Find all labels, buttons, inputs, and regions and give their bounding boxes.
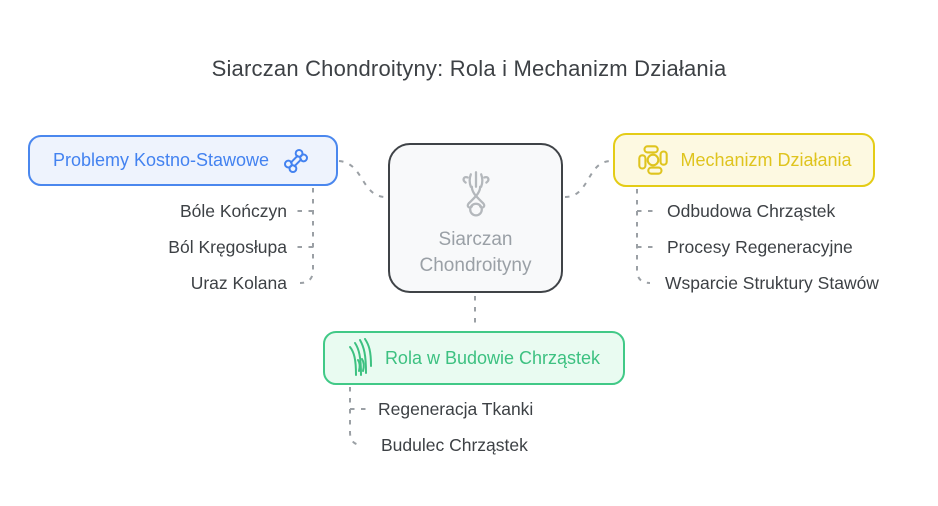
item-odbudowa-chrzastek: Odbudowa Chrząstek [667,201,836,221]
item-procesy-regeneracyjne: Procesy Regeneracyjne [667,237,853,257]
node-rola-w-budowie-chrzastek[interactable]: Rola w Budowie Chrząstek [323,331,625,385]
item-wsparcie-struktury-stawow: Wsparcie Struktury Stawów [665,273,879,293]
node-problemy-kostno-stawowe[interactable]: Problemy Kostno-Stawowe [28,135,338,186]
page-title: Siarczan Chondroityny: Rola i Mechanizm … [211,56,727,81]
node-mechanizm-dzialania[interactable]: Mechanizm Działania [613,133,875,187]
connector-left-branch-spine [299,188,314,284]
node-siarczan-chondroityny[interactable]: Siarczan Chondroityny [388,143,563,293]
bone-icon [279,144,313,178]
cartilage-molecule-icon [447,163,505,225]
connector-right-branch-spine [636,189,651,284]
item-bol-kregoslupa: Ból Kręgosłupa [168,237,287,257]
connector-left-to-center [338,160,387,198]
node-right-label: Mechanizm Działania [680,149,852,170]
item-budulec-chrzastek: Budulec Chrząstek [381,435,528,455]
connector-bottom-branch-spine [349,387,363,446]
mechanism-hands-icon [636,143,670,177]
node-left-label: Problemy Kostno-Stawowe [52,150,270,170]
node-bottom-label: Rola w Budowie Chrząstek [384,347,601,368]
node-center-label: Siarczan Chondroityny [419,229,532,276]
item-uraz-kolana: Uraz Kolana [190,273,287,293]
item-regeneracja-tkanki: Regeneracja Tkanki [378,399,534,419]
item-bole-konczyn: Bóle Kończyn [179,201,287,221]
cartilage-fibers-icon [348,338,375,378]
connector-center-to-right [564,160,612,198]
